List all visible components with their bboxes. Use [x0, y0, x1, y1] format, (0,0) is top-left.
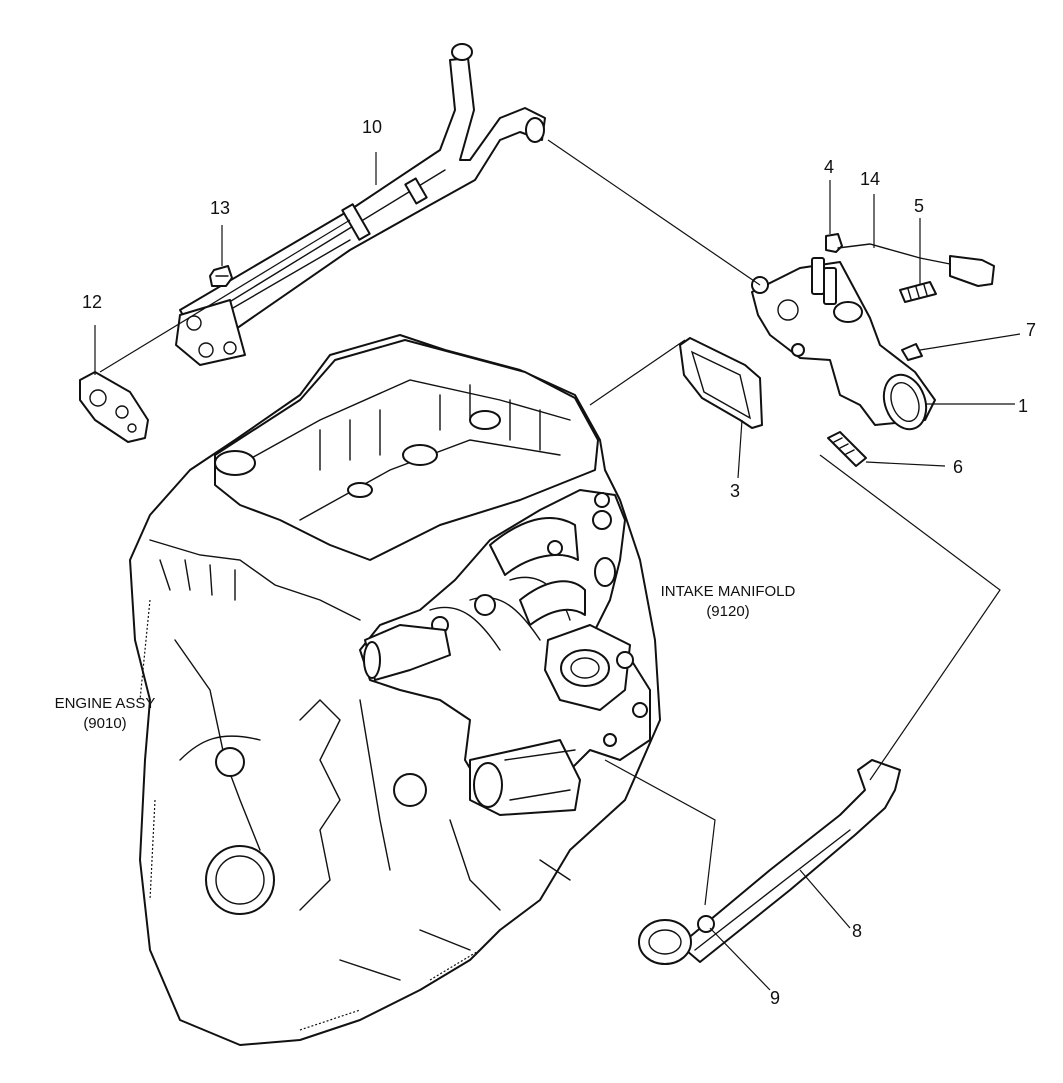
callout-4: 4 [824, 157, 834, 177]
bolt-part-5 [899, 281, 937, 303]
callout-7: 7 [1026, 320, 1036, 340]
callout-13: 13 [210, 198, 230, 218]
callout-12: 12 [82, 292, 102, 312]
nut-part-13 [209, 265, 233, 287]
callout-5: 5 [914, 196, 924, 216]
hose-part-8 [638, 759, 901, 965]
thermostat-housing-part-1 [751, 257, 936, 431]
bolt-part-6 [827, 431, 867, 467]
callout-8: 8 [852, 921, 862, 941]
callouts: 10 13 12 3 4 14 5 7 1 6 8 9 [82, 117, 1036, 1008]
callout-leaders [94, 152, 1021, 991]
intake-manifold-label: INTAKE MANIFOLD [661, 583, 796, 600]
oring-part-7 [901, 343, 923, 361]
callout-10: 10 [362, 117, 382, 137]
water-pipe-part-10 [175, 43, 546, 366]
engine-assy-code: (9010) [83, 715, 126, 732]
wire-part-14 [837, 243, 995, 287]
callout-9: 9 [770, 988, 780, 1008]
callout-3: 3 [730, 481, 740, 501]
callout-14: 14 [860, 169, 880, 189]
callout-1: 1 [1018, 396, 1028, 416]
intake-manifold-code: (9120) [706, 603, 749, 620]
gasket-part-12 [79, 371, 149, 443]
gasket-part-3 [679, 337, 763, 429]
engine-assy-label: ENGINE ASSY [55, 695, 156, 712]
connection-lines [99, 139, 1001, 906]
engine-assembly [129, 334, 661, 1046]
callout-6: 6 [953, 457, 963, 477]
intake-manifold [359, 489, 651, 816]
assembly-labels: ENGINE ASSY (9010) INTAKE MANIFOLD (9120… [55, 583, 796, 732]
sensor-part-4 [825, 233, 843, 253]
